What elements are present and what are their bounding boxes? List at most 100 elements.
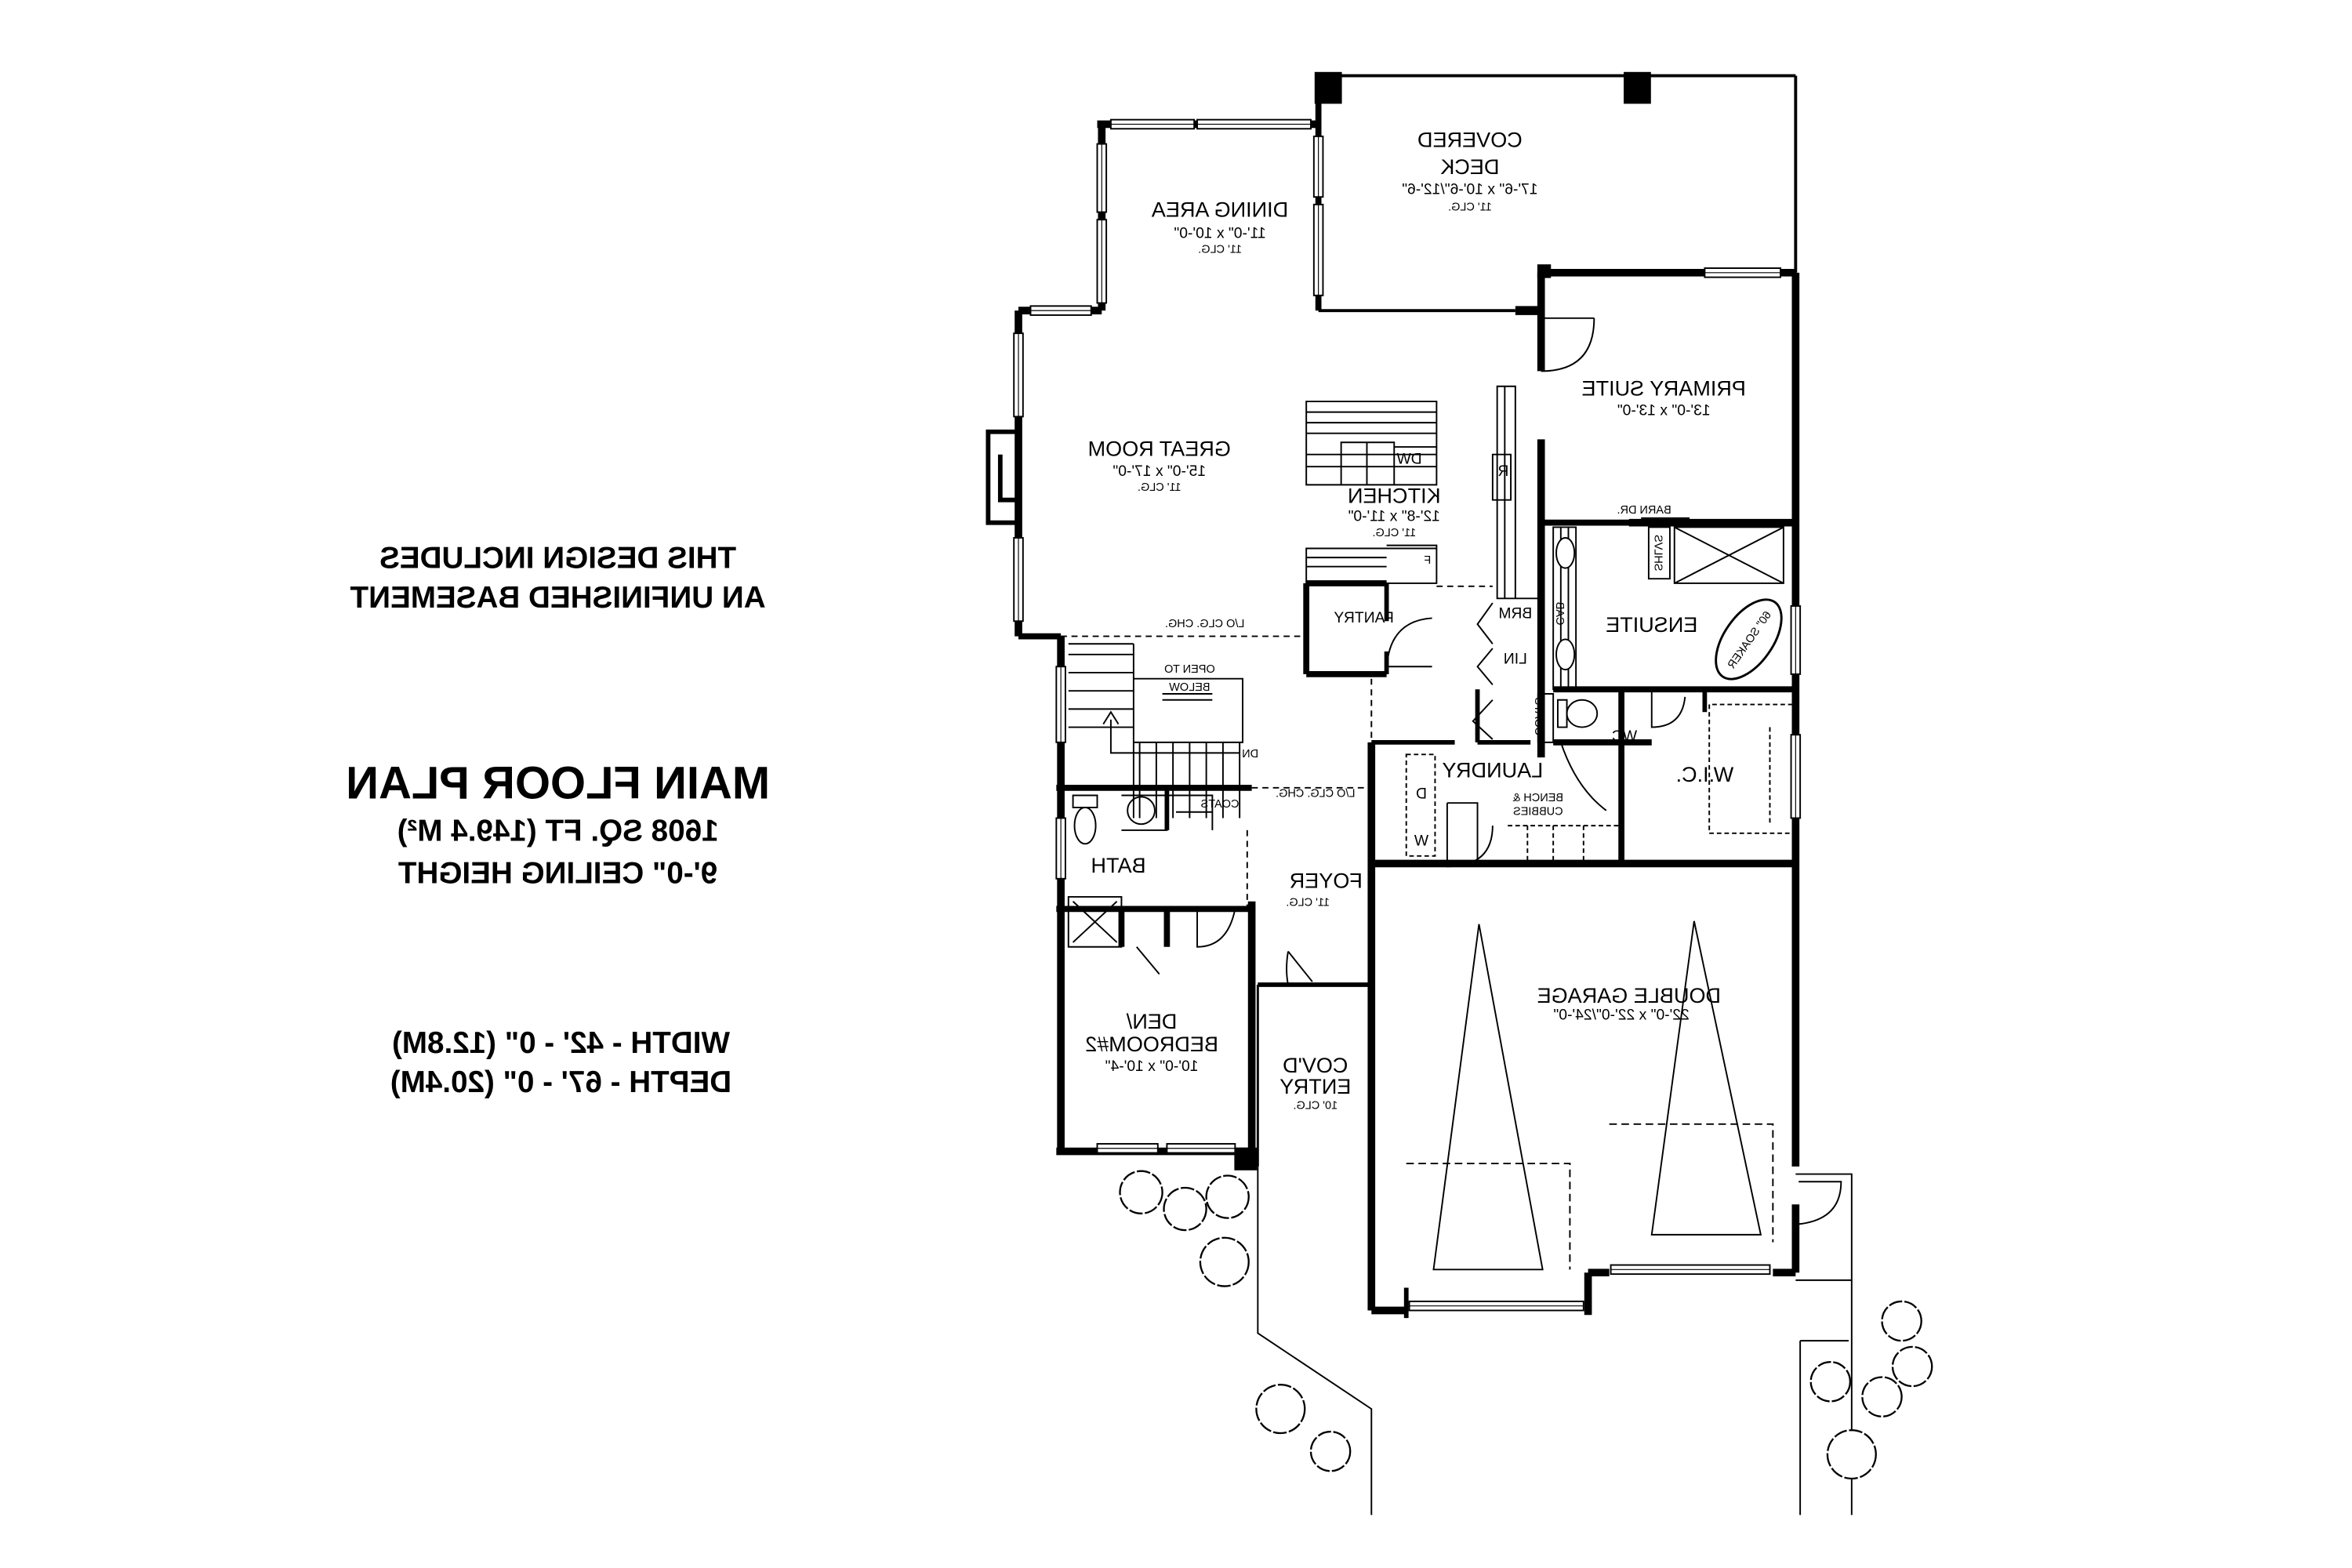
plan-ceiling-height: 9'-0" CEILING HEIGHT [398,857,718,891]
tree [1826,1428,1877,1480]
bedroom-2-label: BEDROOM#2 [1085,1033,1218,1056]
plan-title: MAIN FLOOR PLAN [346,758,770,808]
column [1537,264,1552,278]
tree [1255,1384,1306,1435]
fixture-line [1541,317,1595,372]
fixture-line [1072,794,1098,808]
primary-suite-label: PRIMARY SUITE [1582,376,1746,400]
plan-width: WIDTH - 42' - 0" (12.8M) [392,1026,730,1060]
shelves-label: SHLVS [1652,535,1664,571]
toilet [1566,699,1599,728]
covered-deck-label: COVERED [1417,128,1523,151]
barn-door-label: BARN DR. [1617,504,1671,517]
fixture-line [1491,385,1541,600]
sink [1127,796,1156,826]
fridge-label: R [1497,463,1508,480]
fixture-line [1446,802,1494,868]
fixture-line [1305,544,1438,584]
fixtures-lines [1061,317,1853,1515]
tree [1861,1376,1903,1417]
plan-depth: DEPTH - 67' - 0" (20.4M) [390,1065,731,1099]
sink [1555,638,1576,671]
fixture-line [1385,617,1432,674]
fixture-line [1795,1173,1853,1281]
fixture-line [1472,602,1494,740]
soaker-tub: 60" SOAKER [1715,598,1783,681]
dining-area-label: DINING AREA [1152,198,1288,221]
fixture-line [1136,909,1236,975]
covd-entry-label: ENTRY [1279,1075,1351,1098]
plan-area: 1608 SQ. FT (149.4 M²) [397,814,719,848]
tree [1809,1361,1852,1403]
covered-deck-dims: 17'-6" x 10'-6"/12'-6" [1402,181,1537,198]
tree [1199,1236,1250,1287]
cubbies-label: CUBBIES [1513,806,1563,818]
tree [1309,1430,1352,1472]
tree [1119,1170,1163,1214]
column [1314,71,1342,104]
tree [1163,1186,1207,1232]
great-room-label: GREAT ROOM [1088,437,1231,461]
fixture-line [1405,703,1796,864]
dryer-label: D [1416,786,1427,802]
fixture-line [1068,643,1243,818]
fixture-line [1305,401,1438,486]
covered-deck-ceiling: 11' CLG. [1448,201,1492,214]
fixture-line [1406,1123,1774,1270]
cabinet-label: CAB [1553,602,1566,626]
column [1234,1147,1258,1171]
foyer-label: FOYER [1290,869,1363,892]
den-dims: 10'-0" x 10'-4" [1105,1058,1199,1075]
open-to-below-label: OPEN TO [1164,663,1215,676]
kitchen-dims: 12'-8" x 11'-0" [1348,509,1439,525]
linen-closet-label: LIN [1504,651,1527,667]
kitchen-ceiling: 11' CLG. [1372,527,1416,539]
covd-entry-ceiling: 10' CLG. [1293,1099,1338,1112]
dining-area-ceiling: 11' CLG. [1198,244,1242,256]
broom-closet-label: BRM [1498,605,1532,622]
note-line-2: AN UNFINISHED BASEMENT [350,581,765,615]
toilet [1073,806,1097,845]
bath-label: BATH [1091,854,1145,877]
washer-label: W [1414,833,1428,849]
fixture-line [1432,920,1762,1271]
covd-entry-label: COV'D [1283,1054,1348,1077]
coats-closet-label: COATS [1201,798,1240,811]
garage-dims: 22'-0" x 22'-0"/24'-0" [1553,1007,1689,1023]
ceiling-change-label: L/O CLG. CHG. [1276,787,1355,800]
wic-label: W.I.C. [1676,763,1734,786]
stairs-down-label: DN [1242,748,1258,760]
ceiling-change-label: L/O CLG. CHG. [1165,618,1244,630]
tree [1205,1174,1250,1219]
column [1624,71,1651,104]
fixture-line [1067,794,1214,948]
open-to-below-label: BELOW [1169,681,1210,694]
bench-label: BENCH & [1512,792,1563,804]
foyer-ceiling: 11' CLG. [1286,897,1330,909]
kitchen-label: KITCHEN [1348,485,1441,508]
dining-area-dims: 11'-0" x 10'-0" [1174,225,1265,241]
fixture-line [1641,517,1784,584]
freezer-label: F [1424,554,1431,567]
pantry-label: PANTRY [1334,610,1394,626]
tree [1881,1300,1922,1342]
windows [1013,118,1802,1312]
fireplace [985,429,1019,525]
great-room-ceiling: 11' CLG. [1138,481,1181,494]
landscaping-trees [1119,1170,1933,1480]
fixture-line [1650,689,1686,728]
tree [1891,1345,1933,1388]
fixture-line [1162,693,1213,701]
fixture-line [1286,950,1313,985]
fixture-line [1257,1166,1853,1515]
fixture-line [1559,742,1607,811]
ensuite-label: ENSUITE [1606,613,1697,637]
dishwasher-label: DW [1396,451,1422,467]
great-room-dims: 15'-0" x 17'-0" [1112,463,1206,480]
walls [985,71,1800,1319]
den-label: DEN/ [1126,1010,1177,1033]
sink [1555,537,1576,569]
laundry-label: LAUNDRY [1442,758,1543,782]
primary-suite-dims: 13'-0" x 13'-0" [1617,402,1711,419]
